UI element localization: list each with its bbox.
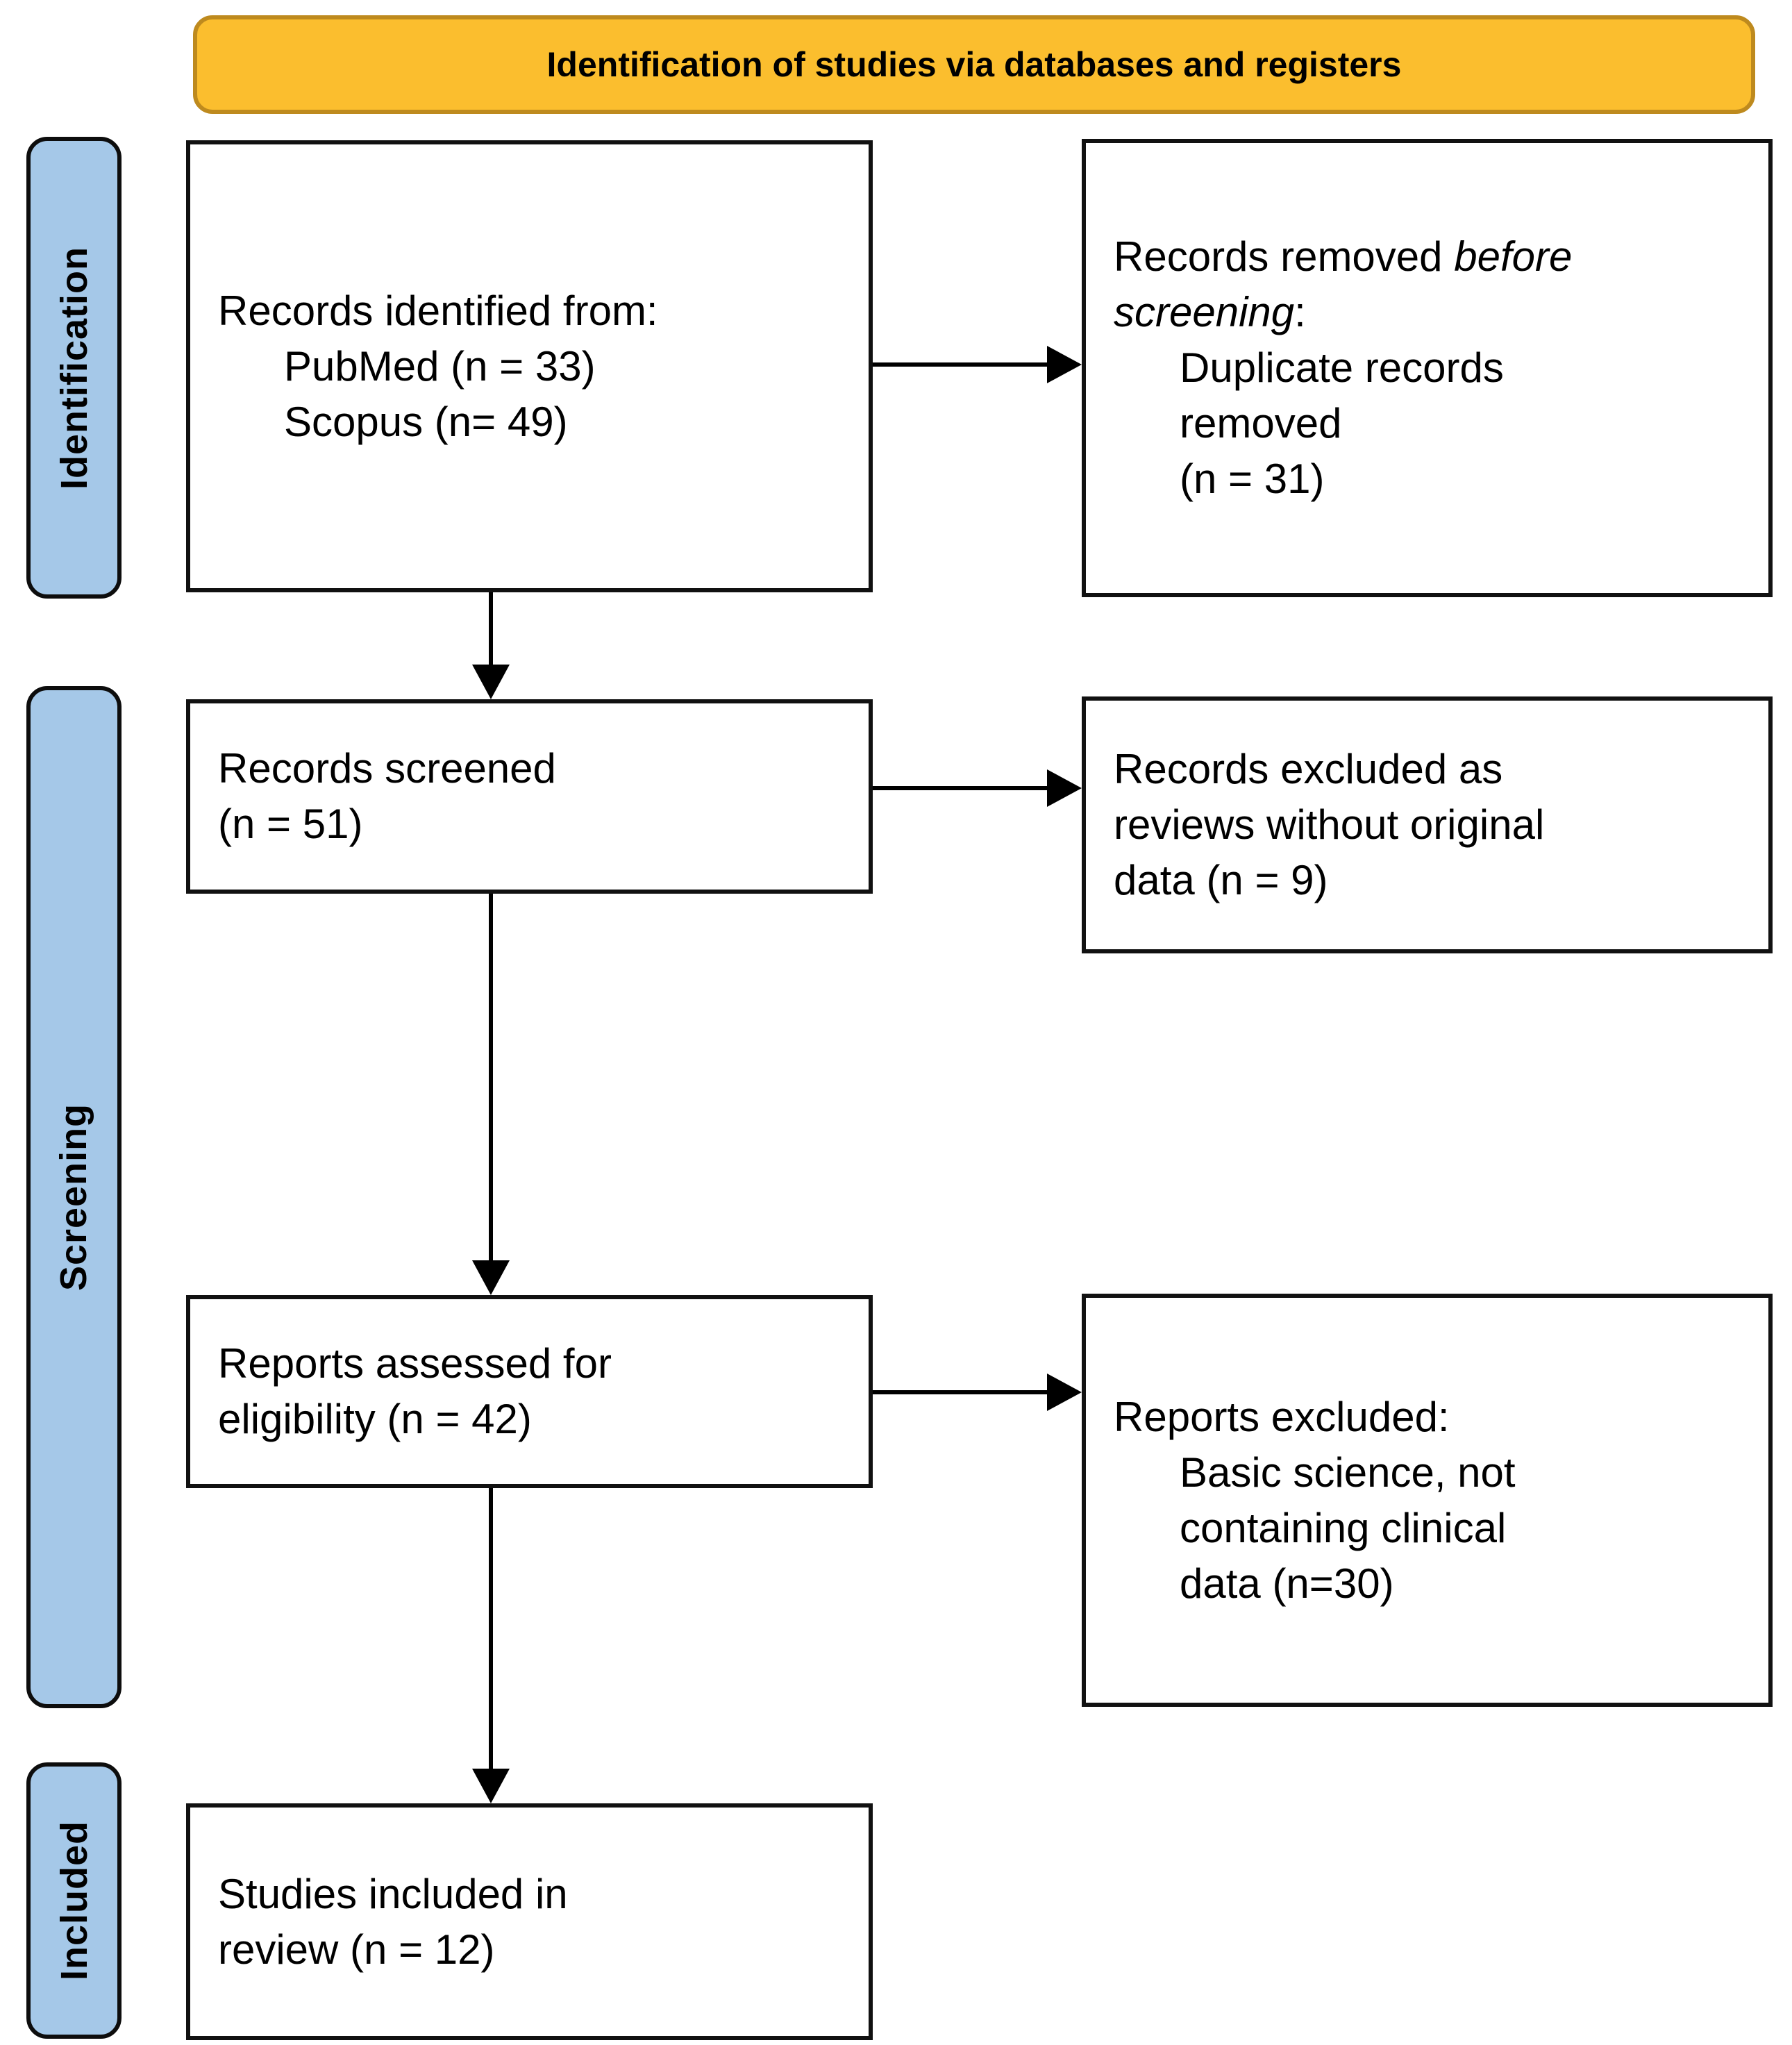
duplicate-records-line1: Duplicate records <box>1180 344 1504 391</box>
duplicate-records-line2: removed <box>1180 400 1342 446</box>
stage-bar-identification: Identification <box>26 137 122 599</box>
reports-assessed-line1: Reports assessed for <box>218 1340 612 1387</box>
stage-bar-screening: Screening <box>26 686 122 1708</box>
box-records-excluded: Records excluded as reviews without orig… <box>1082 696 1773 953</box>
reports-excluded-line2: containing clinical <box>1180 1504 1507 1551</box>
reports-excluded-title: Reports excluded: <box>1114 1393 1450 1440</box>
stage-label-identification: Identification <box>53 246 95 490</box>
arrow-screened-to-excluded-line <box>873 786 1048 790</box>
stage-label-screening: Screening <box>53 1103 95 1292</box>
reports-excluded-line3: data (n=30) <box>1180 1560 1394 1607</box>
records-excluded-line3: data (n = 9) <box>1114 857 1328 903</box>
records-removed-colon: : <box>1294 289 1306 335</box>
records-removed-italic-screening: screening <box>1114 289 1295 335</box>
records-removed-line1: Records removed before <box>1114 229 1749 285</box>
arrow-screened-to-assessed-head <box>472 1260 510 1295</box>
records-identified-title: Records identified from: <box>218 287 658 334</box>
box-studies-included: Studies included in review (n = 12) <box>186 1803 873 2040</box>
arrow-identified-to-screened-line <box>489 592 493 667</box>
arrow-assessed-to-included-line <box>489 1488 493 1770</box>
stage-label-included: Included <box>53 1820 95 1981</box>
arrow-assessed-to-excluded-head <box>1047 1374 1082 1411</box>
reports-assessed-line2: eligibility (n = 42) <box>218 1396 532 1442</box>
reports-excluded-line1: Basic science, not <box>1180 1449 1516 1496</box>
stage-bar-included: Included <box>26 1762 122 2039</box>
box-records-removed-before-screening: Records removed before screening: Duplic… <box>1082 139 1773 597</box>
arrow-screened-to-excluded-head <box>1047 769 1082 807</box>
records-removed-italic-before: before <box>1454 233 1573 280</box>
studies-included-line2: review (n = 12) <box>218 1926 495 1973</box>
studies-included-line1: Studies included in <box>218 1870 568 1917</box>
records-excluded-line2: reviews without original <box>1114 801 1545 848</box>
box-records-identified: Records identified from: PubMed (n = 33)… <box>186 140 873 592</box>
arrow-identified-to-removed-line <box>873 362 1048 367</box>
arrow-screened-to-assessed-line <box>489 894 493 1262</box>
records-screened-line1: Records screened <box>218 745 556 792</box>
records-excluded-line1: Records excluded as <box>1114 746 1503 792</box>
box-reports-excluded: Reports excluded: Basic science, not con… <box>1082 1294 1773 1707</box>
arrow-assessed-to-included-head <box>472 1769 510 1803</box>
banner-identification-via-databases: Identification of studies via databases … <box>193 15 1755 114</box>
records-identified-scopus: Scopus (n= 49) <box>284 398 568 445</box>
arrow-identified-to-removed-head <box>1047 346 1082 383</box>
box-records-screened: Records screened (n = 51) <box>186 699 873 894</box>
records-identified-pubmed: PubMed (n = 33) <box>284 342 596 390</box>
records-screened-count: (n = 51) <box>218 801 363 847</box>
duplicate-records-count: (n = 31) <box>1180 456 1325 502</box>
box-reports-assessed: Reports assessed for eligibility (n = 42… <box>186 1295 873 1488</box>
banner-title: Identification of studies via databases … <box>546 45 1402 84</box>
records-removed-line2: screening: <box>1114 285 1749 340</box>
records-removed-prefix: Records removed <box>1114 233 1443 280</box>
arrow-assessed-to-excluded-line <box>873 1390 1048 1394</box>
arrow-identified-to-screened-head <box>472 665 510 699</box>
